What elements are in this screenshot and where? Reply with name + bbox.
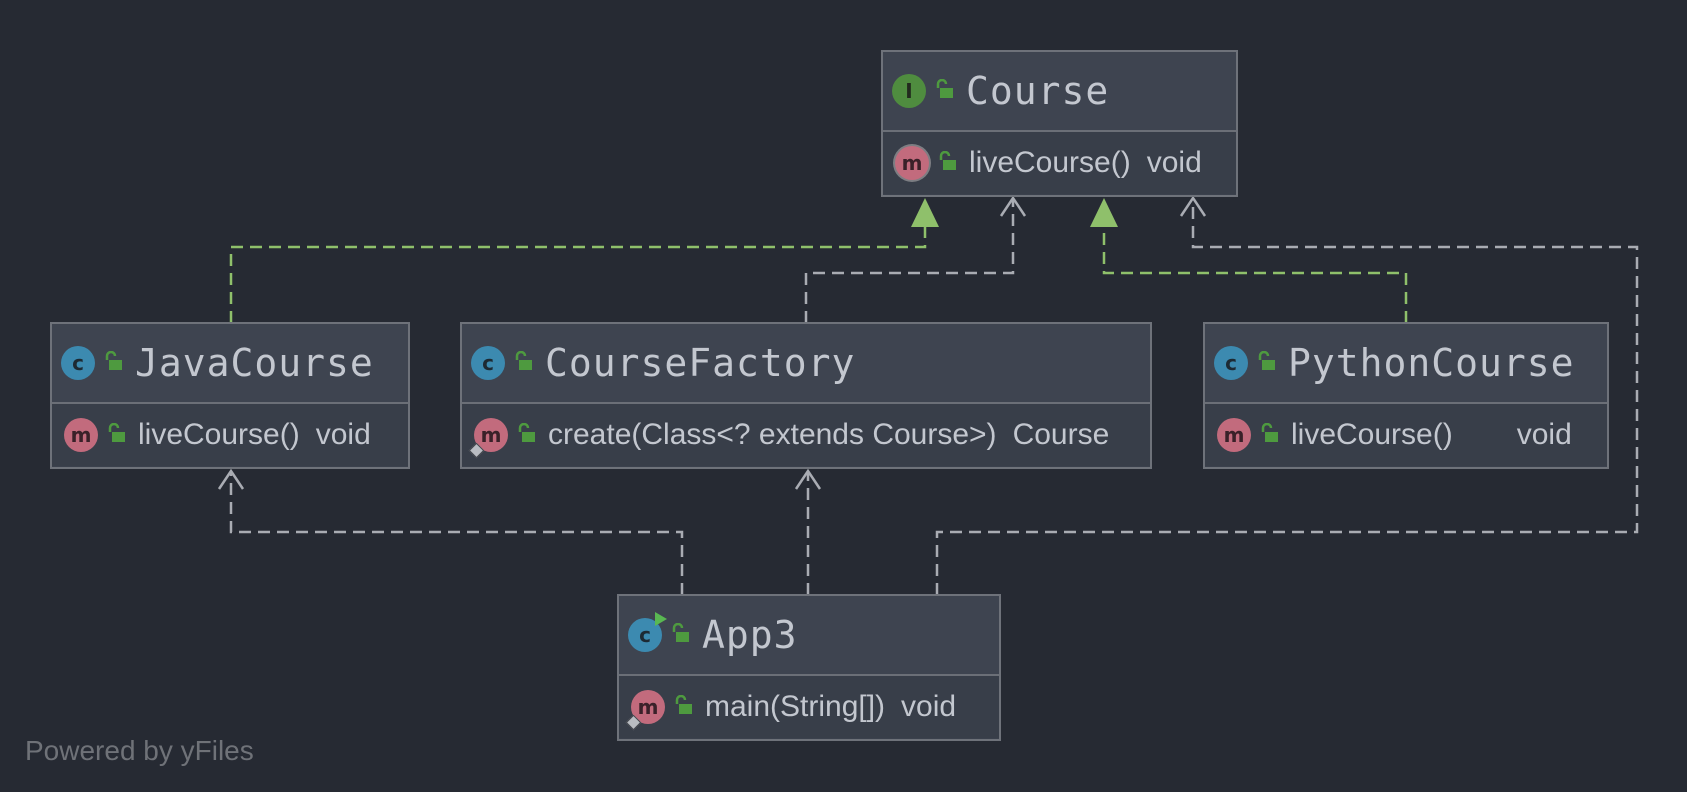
public-lock-icon	[106, 422, 126, 447]
public-lock-icon	[513, 350, 533, 375]
public-lock-icon	[1256, 350, 1276, 375]
class-node-coursefactory[interactable]: c CourseFactory m create(Class<? extends…	[460, 322, 1152, 469]
interface-icon: I	[892, 74, 926, 108]
public-lock-icon	[673, 694, 693, 719]
method-icon: m	[64, 418, 98, 452]
class-header: c JavaCourse	[52, 324, 408, 404]
public-lock-icon	[1259, 422, 1279, 447]
public-lock-icon	[670, 622, 690, 647]
member-signature: liveCourse()	[138, 418, 300, 451]
edge-pythoncourse-implements-course	[1090, 198, 1408, 323]
static-marker-icon	[468, 442, 485, 459]
class-name: Course	[966, 69, 1110, 113]
member-return-type: void	[1516, 418, 1572, 451]
member-row[interactable]: m create(Class<? extends Course>) Course	[462, 404, 1150, 466]
class-header: c CourseFactory	[462, 324, 1150, 404]
class-node-course[interactable]: I Course m liveCourse() void	[881, 50, 1238, 197]
edge-app3-depends-javacourse	[217, 468, 684, 595]
public-lock-icon	[103, 350, 123, 375]
public-lock-icon	[934, 78, 954, 103]
class-icon: c	[1214, 346, 1248, 380]
edge-app3-depends-course	[935, 195, 1639, 595]
edge-coursefactory-depends-course	[804, 195, 1027, 323]
member-return-type: void	[315, 418, 371, 451]
member-return-type: void	[901, 690, 957, 723]
class-name: PythonCourse	[1288, 341, 1575, 385]
member-row[interactable]: m liveCourse() void	[1205, 404, 1607, 466]
run-arrow-icon	[655, 612, 667, 626]
class-name: JavaCourse	[135, 341, 374, 385]
runnable-class-icon: c	[628, 612, 667, 652]
class-node-app3[interactable]: c App3 m main(String[]) void	[617, 594, 1001, 741]
public-lock-icon	[516, 422, 536, 447]
public-lock-icon	[937, 150, 957, 175]
member-return-type: Course	[1012, 418, 1110, 451]
member-return-type: void	[1146, 146, 1202, 179]
edge-javacourse-implements-course	[229, 198, 939, 323]
class-name: App3	[702, 613, 798, 657]
class-header: I Course	[883, 52, 1236, 132]
class-node-javacourse[interactable]: c JavaCourse m liveCourse() void	[50, 322, 410, 469]
static-method-icon: m	[625, 690, 665, 731]
member-signature: liveCourse()	[969, 146, 1131, 179]
member-row[interactable]: m liveCourse() void	[883, 132, 1236, 194]
member-row[interactable]: m liveCourse() void	[52, 404, 408, 466]
member-signature: create(Class<? extends Course>)	[548, 418, 997, 451]
class-name: CourseFactory	[545, 341, 856, 385]
edge-app3-depends-coursefactory	[794, 468, 822, 595]
class-icon: c	[61, 346, 95, 380]
class-header: c App3	[619, 596, 999, 676]
class-node-pythoncourse[interactable]: c PythonCourse m liveCourse() void	[1203, 322, 1609, 469]
member-row[interactable]: m main(String[]) void	[619, 676, 999, 738]
powered-by-label: Powered by yFiles	[25, 735, 254, 766]
class-icon: c	[471, 346, 505, 380]
class-header: c PythonCourse	[1205, 324, 1607, 404]
method-abstract-icon: m	[895, 146, 929, 180]
static-method-icon: m	[468, 418, 508, 459]
method-icon: m	[1217, 418, 1251, 452]
static-marker-icon	[625, 714, 642, 731]
member-signature: main(String[])	[705, 690, 886, 723]
member-signature: liveCourse()	[1291, 418, 1453, 451]
